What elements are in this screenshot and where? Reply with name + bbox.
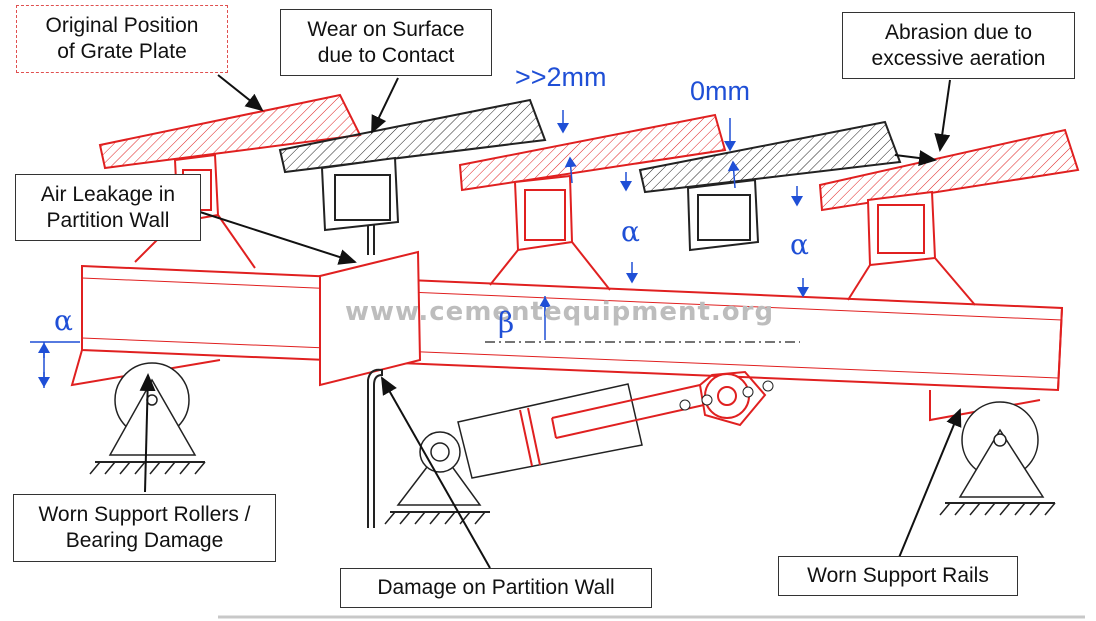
grate-plate-worn-2 (458, 113, 727, 291)
callout-worn-rollers-line1: Worn Support Rollers / (38, 503, 251, 526)
callout-air-leakage-line2: Partition Wall (46, 208, 170, 232)
callout-worn-rollers: Worn Support Rollers / Bearing Damage (13, 494, 276, 562)
callout-original-position-line2: of Grate Plate (57, 40, 187, 63)
gap-zero-label: 0mm (690, 76, 750, 106)
callout-wear-surface: Wear on Surface due to Contact (280, 9, 492, 76)
callout-original-position-line1: Original Position (45, 14, 199, 37)
alpha-symbol-mid: α (621, 215, 640, 248)
partition-wall (319, 250, 422, 387)
watermark: www.cementequipment.org (345, 297, 775, 327)
callout-worn-rollers-line2: Bearing Damage (65, 529, 224, 552)
grate-plate-reference-2 (638, 120, 902, 252)
callout-partition-damage-text: Damage on Partition Wall (377, 576, 615, 599)
hydraulic-drive (384, 370, 774, 525)
callout-partition-damage: Damage on Partition Wall (340, 568, 652, 608)
support-roller-left (89, 362, 206, 475)
dimension-lines (30, 110, 809, 388)
callout-original-position: Original Position of Grate Plate (16, 5, 228, 73)
beta-symbol: β (498, 306, 515, 339)
support-roller-right (939, 401, 1056, 516)
gap-large-label: >>2mm (515, 62, 607, 92)
callout-wear-surface-line1: Wear on Surface (307, 17, 465, 41)
callout-wear-surface-line2: due to Contact (317, 43, 455, 67)
alpha-symbol-left: α (54, 304, 73, 337)
callout-leaders (139, 74, 962, 569)
callout-worn-rails-text: Worn Support Rails (807, 564, 989, 587)
callout-abrasion-line1: Abrasion due to (884, 20, 1033, 44)
callout-abrasion: Abrasion due to excessive aeration (842, 12, 1075, 79)
callout-air-leakage: Air Leakage in Partition Wall (15, 174, 201, 241)
callout-air-leakage-line1: Air Leakage in (40, 182, 176, 206)
partition-wall-plate (367, 368, 383, 528)
callout-worn-rails: Worn Support Rails (778, 556, 1018, 596)
callout-abrasion-line2: excessive aeration (871, 46, 1046, 70)
grate-plate-reference-1 (278, 98, 547, 255)
alpha-symbol-right: α (790, 228, 809, 261)
grate-plate-worn-3 (818, 128, 1080, 306)
